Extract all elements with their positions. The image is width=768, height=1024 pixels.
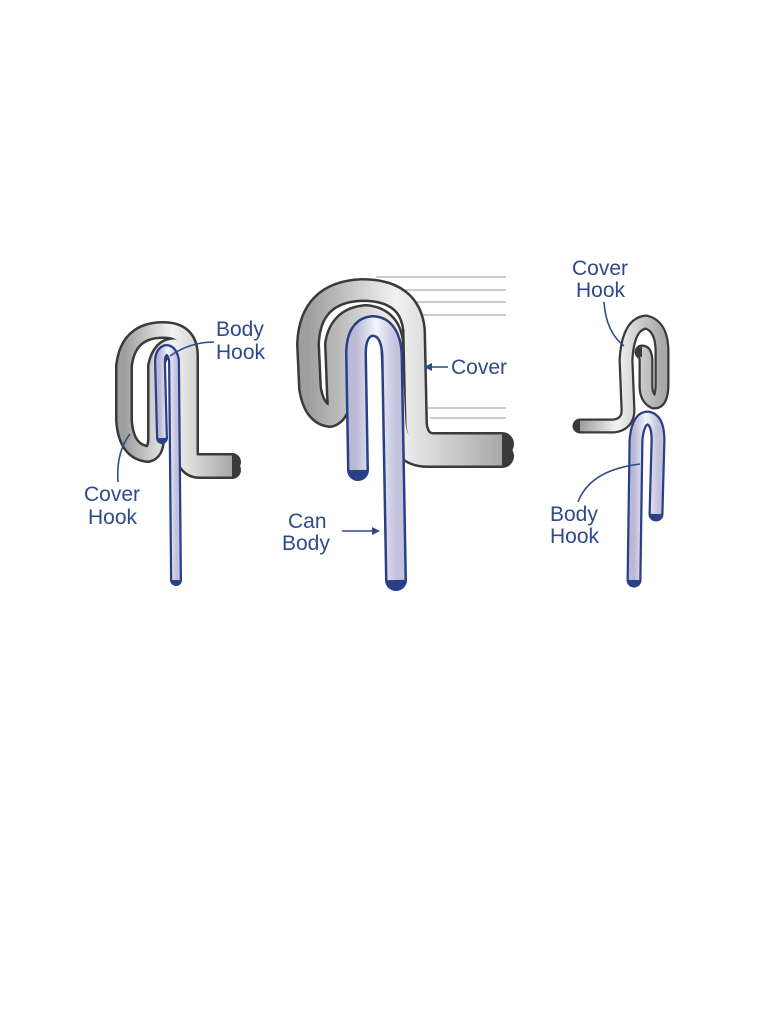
middle-cover-label: Cover — [451, 356, 507, 379]
left-body-hook-leader — [169, 341, 215, 357]
right-cover-hook-label-line2: Hook — [576, 279, 626, 302]
middle-seam-figure: Cover Can Body — [282, 276, 514, 591]
left-cover-hook-shape — [115, 321, 241, 479]
middle-can-body-shape — [345, 315, 407, 591]
middle-cover-arrowhead — [424, 363, 432, 371]
middle-cover-lines — [376, 276, 506, 419]
right-seam-figure: Cover Hook Body Hook — [550, 257, 670, 588]
right-cover-hook-label-line1: Cover — [572, 257, 628, 280]
left-body-hook-label-line2: Hook — [216, 341, 266, 364]
middle-can-body-arrowhead — [372, 527, 380, 535]
left-body-hook-label-line1: Body — [216, 318, 264, 341]
right-body-hook-leader — [577, 463, 641, 503]
right-body-hook-label-line1: Body — [550, 503, 598, 526]
left-cover-hook-label-line2: Hook — [88, 506, 138, 529]
middle-can-body-label-line1: Can — [288, 510, 327, 533]
right-cover-hook-shape — [572, 314, 670, 434]
right-body-hook-label-line2: Hook — [550, 525, 600, 548]
right-cover-hook-leader — [603, 301, 625, 347]
left-cover-hook-leader — [116, 433, 131, 483]
middle-can-body-label-line2: Body — [282, 532, 330, 555]
right-body-hook-shape — [626, 410, 666, 588]
left-body-hook-shape — [154, 344, 182, 586]
left-cover-hook-label-line1: Cover — [84, 483, 140, 506]
left-seam-figure: Body Hook Cover Hook — [84, 318, 266, 586]
